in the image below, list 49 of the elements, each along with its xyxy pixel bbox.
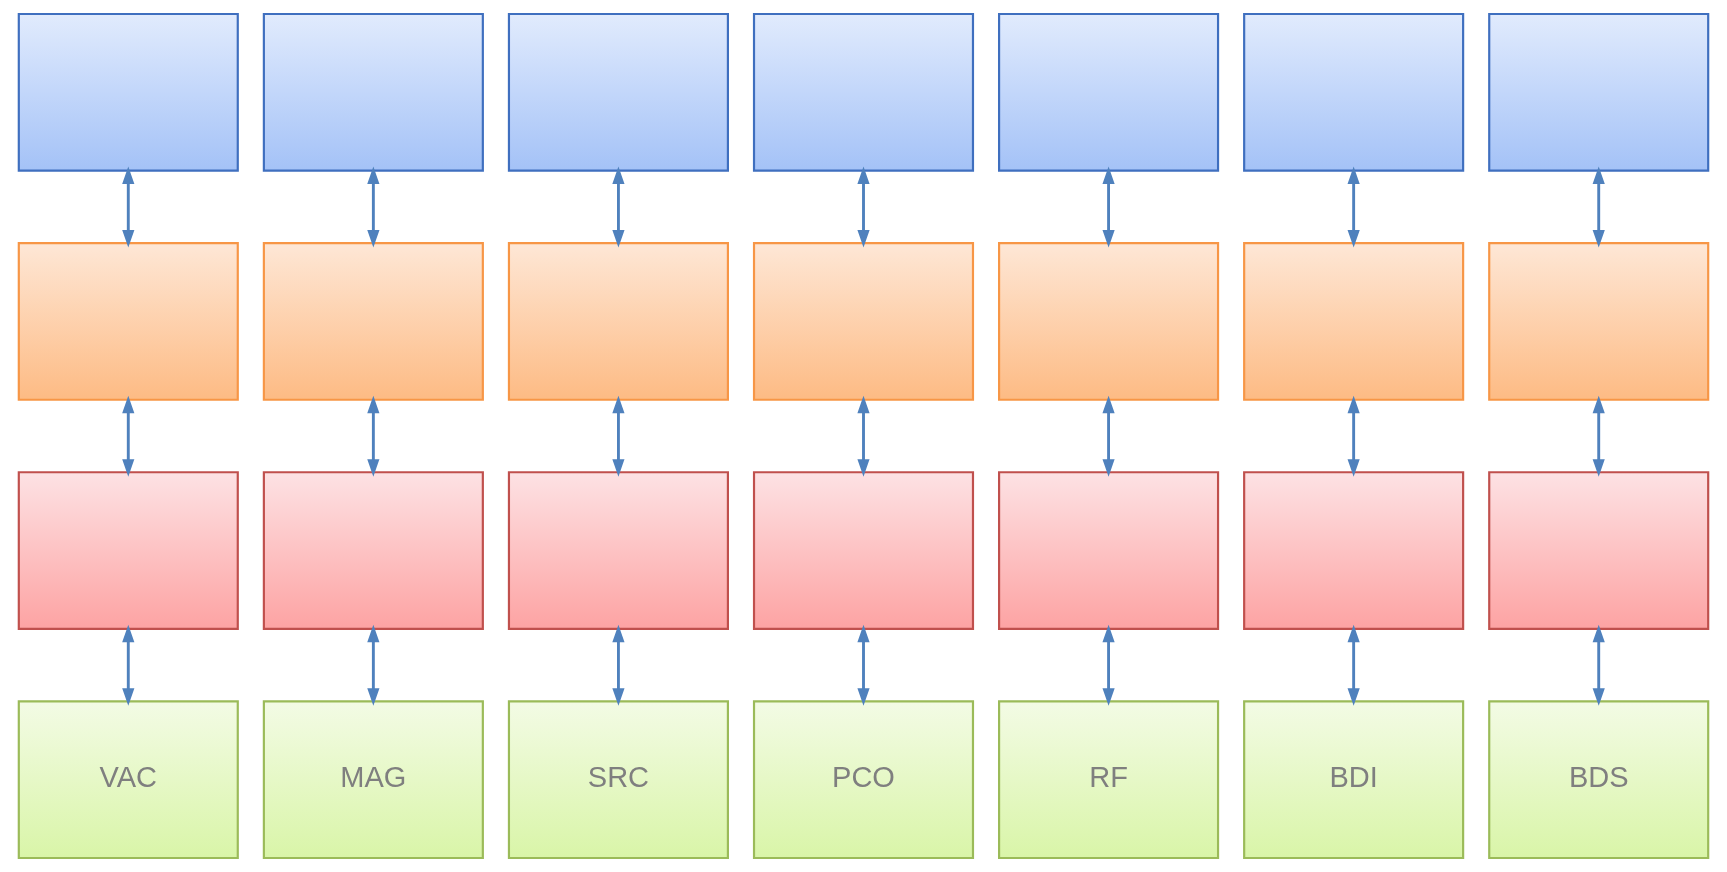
node-box xyxy=(998,12,1220,172)
arrow xyxy=(857,395,870,477)
node-box: SRC xyxy=(507,700,729,860)
node-box xyxy=(262,471,484,630)
arrow xyxy=(122,166,135,248)
node-box xyxy=(1243,12,1465,172)
arrow xyxy=(1102,624,1115,706)
arrow xyxy=(612,624,625,706)
node-box xyxy=(1488,242,1710,401)
node-box xyxy=(17,242,239,401)
arrow xyxy=(122,395,135,477)
node-box xyxy=(17,12,239,172)
node-box xyxy=(507,471,729,630)
node-box xyxy=(752,471,975,630)
node-box xyxy=(507,12,729,172)
arrow xyxy=(1102,395,1115,477)
node-box xyxy=(752,242,975,401)
arrow xyxy=(1102,166,1115,248)
arrow xyxy=(1347,395,1360,477)
node-box xyxy=(262,12,484,172)
node-box: RF xyxy=(998,700,1220,860)
node-box xyxy=(1243,471,1465,630)
node-box xyxy=(1488,471,1710,630)
node-box xyxy=(998,242,1220,401)
arrow xyxy=(612,395,625,477)
node-box xyxy=(752,12,975,172)
node-box: VAC xyxy=(17,700,239,860)
arrow xyxy=(367,624,380,706)
arrow xyxy=(612,166,625,248)
node-box xyxy=(17,471,239,630)
arrow xyxy=(1592,624,1605,706)
arrow xyxy=(1347,166,1360,248)
arrow xyxy=(857,166,870,248)
arrow xyxy=(1592,395,1605,477)
arrow xyxy=(1592,166,1605,248)
node-box xyxy=(262,242,484,401)
arrow xyxy=(367,166,380,248)
node-box xyxy=(998,471,1220,630)
node-box: MAG xyxy=(262,700,484,860)
node-box xyxy=(1488,12,1710,172)
arrow xyxy=(1347,624,1360,706)
node-box: PCO xyxy=(752,700,975,860)
arrow xyxy=(367,395,380,477)
arrow xyxy=(857,624,870,706)
node-box xyxy=(507,242,729,401)
node-box: BDS xyxy=(1488,700,1710,860)
arrow xyxy=(122,624,135,706)
node-box xyxy=(1243,242,1465,401)
node-box: BDI xyxy=(1243,700,1465,860)
